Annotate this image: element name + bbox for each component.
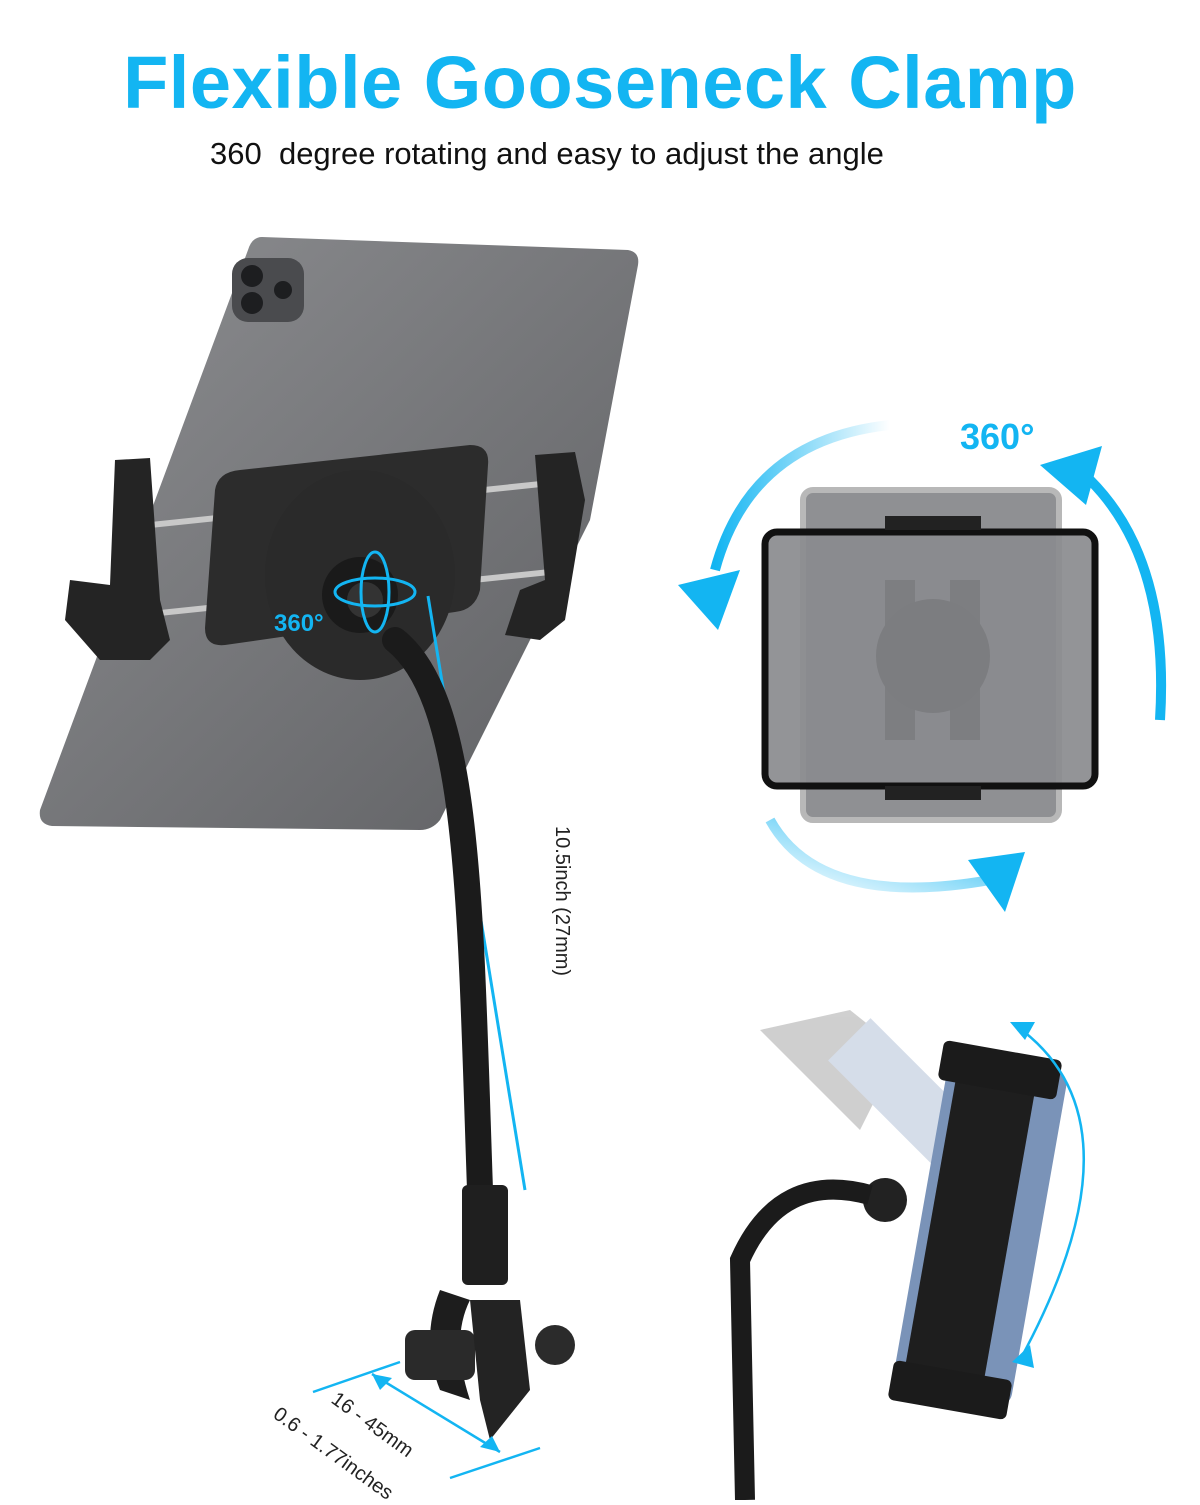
clamp	[405, 1185, 575, 1440]
rotate-arrows-icon	[710, 420, 1167, 893]
page-subtitle: 360 degree rotating and easy to adjust t…	[210, 136, 884, 171]
tablet-holder	[65, 445, 585, 680]
gooseneck-length-label: 10.5inch (27mm)	[551, 826, 573, 977]
swivel-angle-label: 360°	[274, 610, 324, 637]
rotation-angle-label: 360°	[960, 416, 1035, 457]
camera-bump	[232, 258, 304, 322]
dimension-arrow-icon	[312, 1360, 541, 1480]
tilt-arrow-icon	[1014, 1023, 1085, 1361]
page-title: Flexible Gooseneck Clamp	[123, 41, 1077, 124]
phone-holder	[729, 1010, 1067, 1500]
gooseneck-arm	[382, 627, 493, 1203]
rotation-diagram	[761, 487, 1099, 823]
